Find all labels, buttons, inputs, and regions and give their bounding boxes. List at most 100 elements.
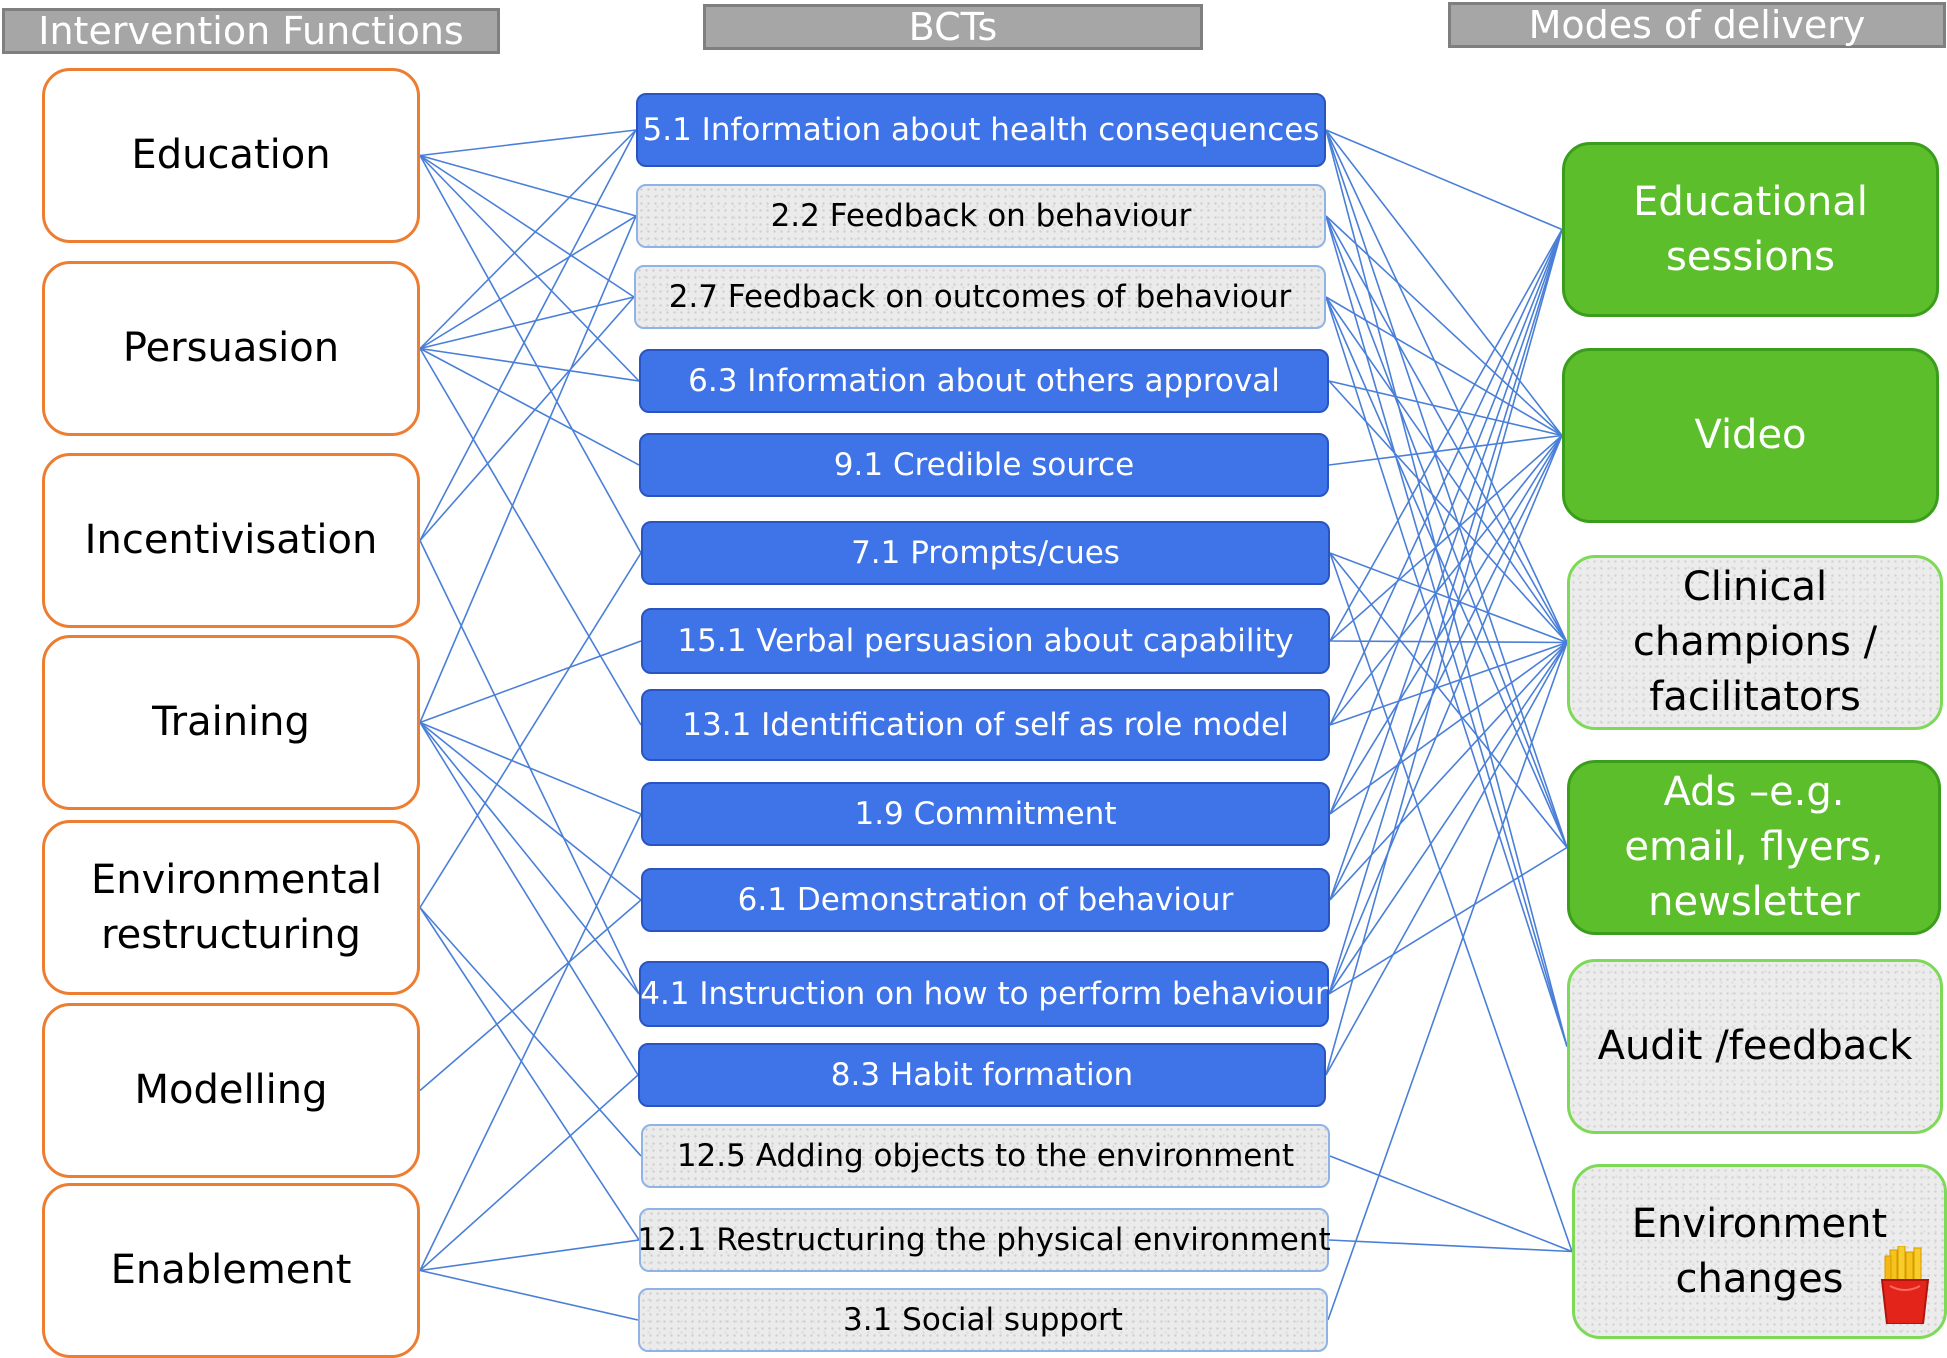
function-environmental-restructuring[interactable]: Environmental restructuring <box>42 820 420 995</box>
bcts-header: BCTs <box>703 4 1203 50</box>
bct-mode-link <box>1329 435 1563 815</box>
function-modelling[interactable]: Modelling <box>42 1003 420 1178</box>
bct-6-1[interactable]: 6.1 Demonstration of behaviour <box>641 868 1330 932</box>
bct-mode-link <box>1329 435 1563 901</box>
bct-1-9[interactable]: 1.9 Commitment <box>641 782 1330 846</box>
mode-label: Educational sessions <box>1633 178 1868 280</box>
function-enablement[interactable]: Enablement <box>42 1183 420 1358</box>
bct-mode-link <box>1325 229 1563 1076</box>
bct-8-3[interactable]: 8.3 Habit formation <box>638 1043 1326 1107</box>
bct-mode-link <box>1329 552 1568 849</box>
bct-label: 3.1 Social support <box>843 1302 1123 1338</box>
function-persuasion[interactable]: Persuasion <box>42 261 420 436</box>
bct-6-3[interactable]: 6.3 Information about others approval <box>639 349 1329 413</box>
function-bct-link <box>419 129 637 350</box>
bct-13-1[interactable]: 13.1 Identification of self as role mode… <box>641 689 1330 761</box>
function-bct-link <box>419 899 642 1092</box>
bct-mode-link <box>1329 229 1563 901</box>
function-bct-link <box>419 552 642 908</box>
bct-label: 8.3 Habit formation <box>830 1057 1134 1093</box>
function-bct-link <box>419 347 640 382</box>
bct-mode-link <box>1329 552 1568 644</box>
function-label: Training <box>152 699 310 745</box>
bct-mode-link <box>1328 846 1568 995</box>
function-bct-link <box>419 906 642 1157</box>
bct-5-1[interactable]: 5.1 Information about health consequence… <box>636 93 1326 167</box>
function-bct-link <box>419 296 635 350</box>
function-bct-link <box>419 640 642 724</box>
mode-video[interactable]: Video <box>1562 348 1939 523</box>
bct-mode-link <box>1329 434 1563 726</box>
function-bct-link <box>419 154 640 382</box>
bct-mode-link <box>1325 642 1568 1076</box>
bct-mode-link <box>1328 434 1563 466</box>
bct-mode-link <box>1325 129 1563 436</box>
bct-mode-link <box>1325 215 1568 848</box>
bct-label: 6.3 Information about others approval <box>688 363 1280 399</box>
function-bct-link <box>419 721 642 815</box>
bct-mode-link <box>1329 641 1568 815</box>
mode-ads[interactable]: Ads –e.g. email, flyers, newsletter <box>1567 760 1941 935</box>
bct-label: 15.1 Verbal persuasion about capability <box>677 623 1294 659</box>
function-bct-link <box>419 721 642 901</box>
function-bct-link <box>419 296 635 542</box>
function-bct-link <box>419 907 640 1241</box>
bct-mode-link <box>1325 215 1568 643</box>
bct-mode-link <box>1328 435 1563 995</box>
bct-mode-link <box>1329 552 1573 1252</box>
mode-audit-feedback[interactable]: Audit /feedback <box>1567 959 1943 1134</box>
bct-label: 2.7 Feedback on outcomes of behaviour <box>668 279 1292 315</box>
bct-4-1[interactable]: 4.1 Instruction on how to perform behavi… <box>639 961 1329 1027</box>
mode-label: Audit /feedback <box>1597 1023 1913 1069</box>
bct-mode-link <box>1325 215 1563 437</box>
function-label: Education <box>131 132 331 178</box>
bct-label: 13.1 Identification of self as role mode… <box>682 707 1289 743</box>
bct-mode-link <box>1325 296 1563 437</box>
bct-7-1[interactable]: 7.1 Prompts/cues <box>641 521 1330 585</box>
bct-2-7[interactable]: 2.7 Feedback on outcomes of behaviour <box>634 265 1326 329</box>
function-incentivisation[interactable]: Incentivisation <box>42 453 420 628</box>
bct-2-2[interactable]: 2.2 Feedback on behaviour <box>636 184 1326 248</box>
bct-label: 5.1 Information about health consequence… <box>642 112 1320 148</box>
mode-label: Video <box>1694 412 1807 458</box>
mode-clinical-champions[interactable]: Clinical champions / facilitators <box>1567 555 1943 730</box>
bct-mode-link <box>1325 296 1568 643</box>
function-bct-link <box>419 155 642 554</box>
bct-label: 12.5 Adding objects to the environment <box>676 1138 1295 1174</box>
function-education[interactable]: Education <box>42 68 420 243</box>
bct-mode-link <box>1329 1155 1573 1253</box>
bct-9-1[interactable]: 9.1 Credible source <box>639 433 1329 497</box>
bct-label: 7.1 Prompts/cues <box>851 535 1120 571</box>
bct-mode-link <box>1328 380 1563 437</box>
mode-label: Ads –e.g. email, flyers, newsletter <box>1624 769 1884 925</box>
bct-12-5[interactable]: 12.5 Adding objects to the environment <box>641 1124 1330 1188</box>
function-training[interactable]: Training <box>42 635 420 810</box>
bct-mode-link <box>1329 640 1568 644</box>
mode-educational-sessions[interactable]: Educational sessions <box>1562 142 1939 317</box>
bct-mode-link <box>1329 434 1563 642</box>
function-label: Modelling <box>134 1067 328 1113</box>
bct-mode-link <box>1325 296 1568 1047</box>
function-bct-link <box>419 813 642 1271</box>
function-bct-link <box>419 348 642 726</box>
bct-15-1[interactable]: 15.1 Verbal persuasion about capability <box>641 608 1330 674</box>
bct-12-1[interactable]: 12.1 Restructuring the physical environm… <box>637 1208 1331 1272</box>
function-bct-link <box>419 215 637 723</box>
bct-mode-link <box>1325 129 1568 1047</box>
function-bct-link <box>419 215 637 350</box>
modes-of-delivery-header: Modes of delivery <box>1448 2 1946 48</box>
function-bct-link <box>419 1269 639 1321</box>
bct-mode-link <box>1329 641 1568 726</box>
function-bct-link <box>419 347 640 466</box>
function-bct-link <box>419 154 637 217</box>
mode-label: Environment changes <box>1631 1200 1888 1302</box>
mode-environment-changes[interactable]: Environment changes <box>1572 1164 1947 1339</box>
bct-mode-link <box>1328 642 1568 995</box>
bct-label: 6.1 Demonstration of behaviour <box>737 882 1234 918</box>
bct-mode-link <box>1325 129 1568 848</box>
bct-mode-link <box>1328 1239 1573 1253</box>
bct-mode-link <box>1325 129 1563 231</box>
bct-3-1[interactable]: 3.1 Social support <box>638 1288 1328 1352</box>
bct-label: 9.1 Credible source <box>833 447 1135 483</box>
